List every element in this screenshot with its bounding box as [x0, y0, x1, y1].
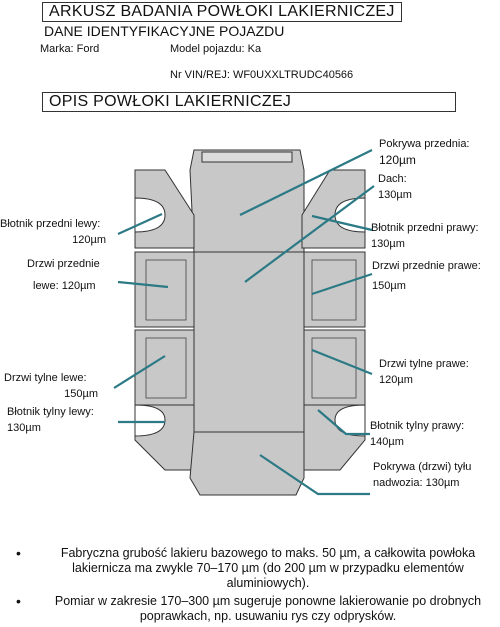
front-right-door-panel — [303, 251, 366, 328]
paint-description-heading: OPIS POWŁOKI LAKIERNICZEJ — [42, 92, 456, 112]
front-right-door-label: Drzwi przednie prawe: 150µm — [372, 258, 481, 294]
rear-right-fender-label: Błotnik tylny prawy: 140µm — [370, 418, 464, 450]
sheet-title: ARKUSZ BADANIA POWŁOKI LAKIERNICZEJ — [42, 2, 402, 22]
rear-left-door-label-name: Drzwi tylne lewe: — [4, 372, 87, 384]
front-left-door-panel — [134, 251, 195, 328]
hood-label-value: 120µm — [379, 153, 416, 167]
notes-list: • Fabryczna grubość lakieru bazowego to … — [12, 546, 492, 627]
tailgate-label-value: nadwozia: 130µm — [373, 477, 460, 489]
hood-panel — [189, 149, 305, 253]
front-left-fender-label: Błotnik przedni lewy: 120µm — [0, 216, 134, 248]
note-item: • Pomiar w zakresie 170–300 µm sugeruje … — [12, 594, 492, 624]
rear-right-wheel-arch — [334, 404, 366, 437]
rear-left-door-panel — [134, 329, 195, 406]
front-right-door-label-value: 150µm — [372, 280, 406, 292]
rear-right-door-label: Drzwi tylne prawe: 120µm — [379, 356, 469, 388]
rear-left-fender-label-value: 130µm — [7, 422, 41, 434]
note-item: • Fabryczna grubość lakieru bazowego to … — [12, 546, 492, 591]
model-field: Model pojazdu: Ka — [170, 43, 262, 55]
front-left-fender-label-value: 120µm — [72, 234, 106, 246]
right-window-front — [311, 259, 357, 321]
rear-left-wheel-arch — [134, 404, 166, 437]
tailgate-panel — [189, 431, 305, 496]
note-text: Fabryczna grubość lakieru bazowego to ma… — [60, 546, 476, 590]
front-right-door-pointer — [311, 272, 373, 296]
roof-pointer — [244, 185, 375, 283]
bullet-icon: • — [16, 593, 21, 609]
front-right-door-label-name: Drzwi przednie prawe: — [372, 260, 481, 272]
front-left-fender-label-name: Błotnik przedni lewy: — [0, 218, 101, 230]
note-text: Pomiar w zakresie 170–300 µm sugeruje po… — [54, 594, 482, 623]
hood-label-name: Pokrywa przednia: — [379, 138, 470, 150]
front-left-door-label: Drzwi przednie lewe: 120µm — [27, 256, 100, 294]
front-right-fender-label-name: Błotnik przedni prawy: — [371, 222, 479, 234]
vehicle-section-heading: DANE IDENTYFIKACYJNE POJAZDU — [44, 23, 285, 39]
roof-label: Dach: 130µm — [378, 171, 412, 203]
hood-label: Pokrywa przednia: 120µm — [379, 136, 470, 168]
roof-label-value: 130µm — [378, 189, 412, 201]
tailgate-label-name: Pokrywa (drzwi) tyłu — [373, 461, 472, 473]
rear-right-fender-label-name: Błotnik tylny prawy: — [370, 420, 465, 432]
make-field: Marka: Ford — [40, 43, 100, 55]
hood-badge — [201, 151, 293, 163]
rear-left-door-pointer — [113, 355, 166, 389]
roof-panel — [193, 251, 305, 433]
tailgate-label: Pokrywa (drzwi) tyłu nadwozia: 130µm — [373, 459, 471, 491]
roof-label-name: Dach: — [378, 173, 407, 185]
rear-right-fender-pointer — [317, 409, 370, 436]
rear-left-fender-label-name: Błotnik tylny lewy: — [7, 406, 94, 418]
rear-right-door-pointer — [311, 348, 373, 376]
rear-right-door-label-name: Drzwi tylne prawe: — [379, 358, 469, 370]
rear-left-fender-label: Błotnik tylny lewy: 130µm — [7, 404, 94, 436]
tailgate-pointer — [259, 454, 370, 496]
left-window-front — [145, 259, 187, 321]
front-right-fender-pointer — [311, 214, 373, 232]
bullet-icon: • — [16, 545, 21, 561]
front-left-fender-pointer — [117, 212, 163, 236]
rear-left-door-label-value: 150µm — [64, 388, 98, 400]
rear-right-fender-label-value: 140µm — [370, 436, 404, 448]
front-left-door-label-name: Drzwi przednie — [27, 258, 100, 270]
front-left-door-pointer — [117, 280, 169, 289]
front-right-fender-label-value: 130µm — [371, 238, 405, 250]
front-left-door-label-value: lewe: 120µm — [33, 280, 96, 292]
rear-left-door-label: Drzwi tylne lewe: 150µm — [4, 370, 100, 402]
rear-right-door-label-value: 120µm — [379, 374, 413, 386]
front-right-fender-label: Błotnik przedni prawy: 130µm — [371, 220, 479, 252]
hood-pointer — [239, 149, 373, 216]
vin-field: Nr VIN/REJ: WF0UXXLTRUDC40566 — [170, 69, 354, 81]
